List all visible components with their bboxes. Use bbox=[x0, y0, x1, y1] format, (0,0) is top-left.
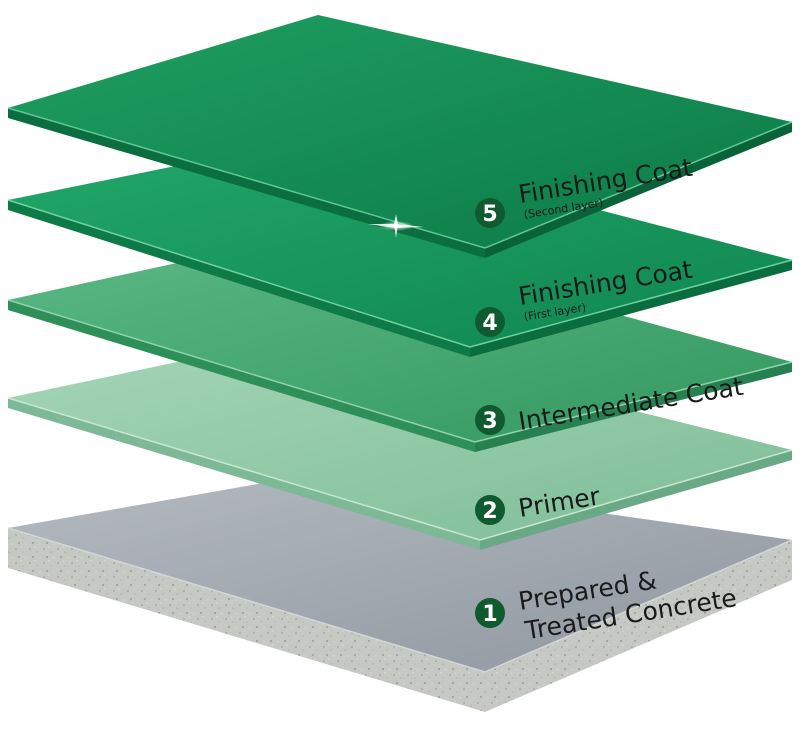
concrete-slab-left-side bbox=[8, 528, 485, 712]
primer-layer-top bbox=[8, 332, 792, 540]
concrete-slab bbox=[7, 473, 793, 712]
badge-number-3: 3 bbox=[482, 409, 497, 434]
badge-5 bbox=[475, 198, 505, 228]
finish-first-layer-top bbox=[8, 137, 792, 347]
intermediate-layer bbox=[7, 232, 793, 452]
concrete-slab-right-side bbox=[485, 540, 792, 712]
badge-4 bbox=[475, 307, 505, 337]
badge-number-5: 5 bbox=[482, 202, 497, 227]
badge-2 bbox=[475, 495, 505, 525]
intermediate-layer-top bbox=[8, 232, 792, 442]
badge-number-4: 4 bbox=[482, 311, 497, 336]
sparkle-highlight bbox=[368, 214, 424, 238]
badge-number-2: 2 bbox=[482, 499, 497, 524]
badge-1 bbox=[475, 598, 505, 628]
badge-3 bbox=[475, 405, 505, 435]
finish-first-layer bbox=[7, 137, 793, 357]
primer-layer bbox=[7, 332, 793, 550]
finish-second-layer bbox=[7, 15, 793, 258]
finish-second-layer-top bbox=[8, 15, 792, 248]
badge-number-1: 1 bbox=[482, 602, 497, 627]
concrete-slab-top bbox=[8, 473, 792, 672]
